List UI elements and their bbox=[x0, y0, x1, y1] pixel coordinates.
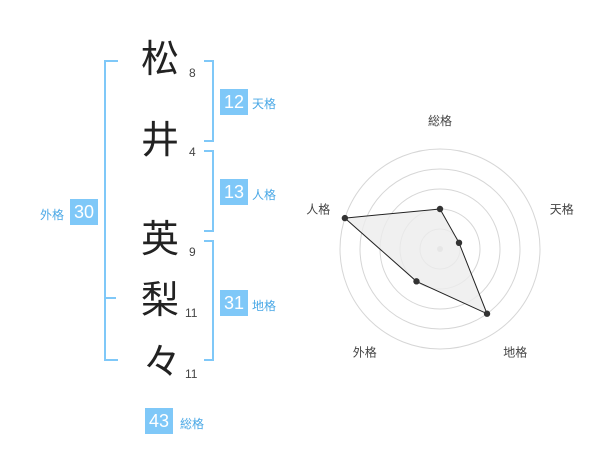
radar-axis-label-5: 人格 bbox=[306, 201, 330, 216]
jinkaku-bracket bbox=[204, 150, 214, 232]
chikaku-value: 31 bbox=[220, 290, 249, 316]
surname-char-2: 井 bbox=[141, 118, 180, 162]
surname-char-2-strokes: 4 bbox=[189, 145, 196, 159]
radar-axis-label-2: 天格 bbox=[550, 201, 574, 216]
tenkaku-bracket bbox=[204, 60, 214, 142]
given-char-2-strokes: 11 bbox=[185, 306, 198, 320]
soukaku-label: 総格 bbox=[180, 417, 205, 431]
tenkaku-label: 天格 bbox=[252, 97, 277, 111]
radar-point-2 bbox=[455, 239, 463, 247]
gaikaku-bracket bbox=[104, 60, 118, 361]
radar-ring bbox=[359, 168, 521, 330]
chikaku-label: 地格 bbox=[252, 299, 277, 313]
given-char-3-strokes: 11 bbox=[185, 367, 198, 381]
given-char-1-strokes: 9 bbox=[189, 245, 196, 259]
radar-point-1 bbox=[436, 205, 444, 213]
gaikaku-bracket-tick bbox=[104, 297, 116, 299]
radar-ring bbox=[339, 148, 541, 350]
jinkaku-value: 13 bbox=[220, 179, 249, 205]
radar-axis-label-1: 総格 bbox=[428, 113, 452, 128]
given-char-2: 梨 bbox=[141, 278, 180, 322]
radar-point-3 bbox=[483, 310, 491, 317]
chikaku-bracket bbox=[204, 240, 214, 361]
surname-char-1-strokes: 8 bbox=[189, 66, 196, 80]
given-char-1: 英 bbox=[141, 217, 180, 261]
gaikaku-value: 30 bbox=[70, 199, 99, 225]
radar-point-4 bbox=[413, 278, 420, 285]
tenkaku-value: 12 bbox=[220, 89, 249, 115]
radar-axis-label-3: 地格 bbox=[503, 345, 527, 360]
surname-char-1: 松 bbox=[141, 37, 180, 81]
radar-axis-label-4: 外格 bbox=[353, 345, 377, 360]
radar-polygon bbox=[343, 208, 488, 315]
soukaku-value: 43 bbox=[145, 408, 174, 434]
given-char-3: 々 bbox=[143, 340, 182, 384]
radar-point-5 bbox=[341, 214, 349, 222]
gaikaku-label: 外格 bbox=[40, 208, 65, 222]
jinkaku-label: 人格 bbox=[252, 188, 277, 202]
